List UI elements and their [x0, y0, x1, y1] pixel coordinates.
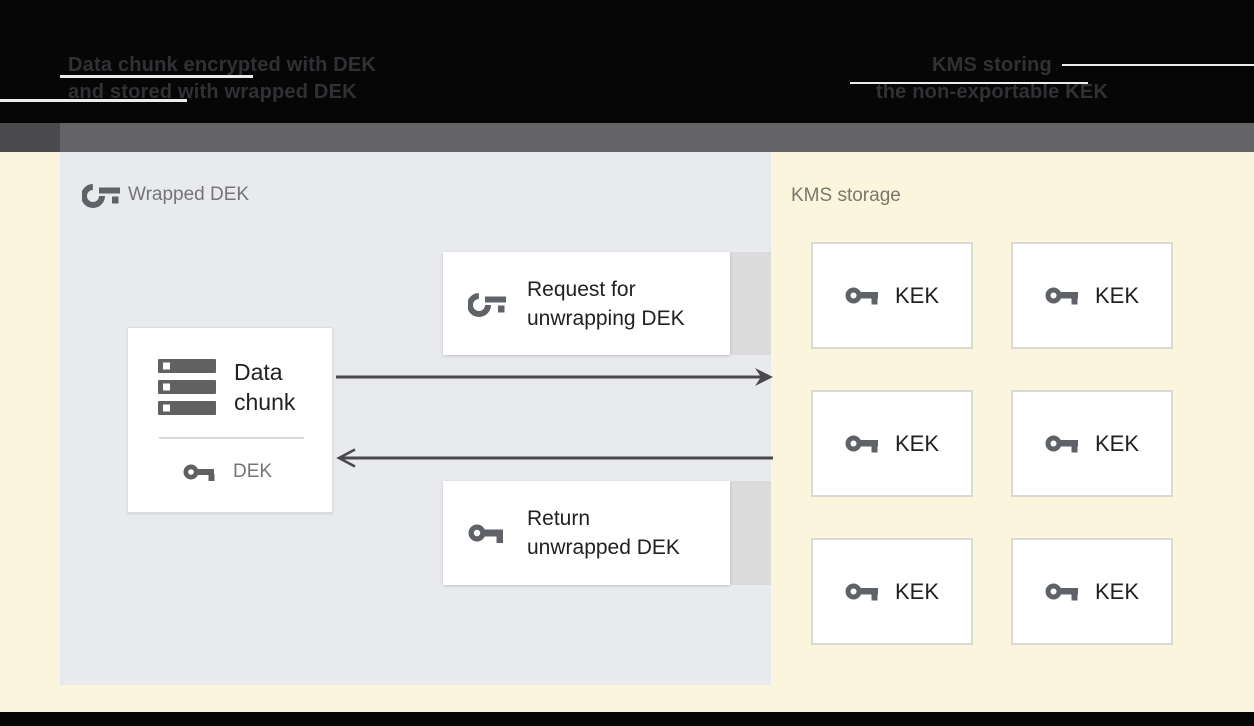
gray-band-left	[0, 123, 60, 152]
kek-box: KEK	[811, 390, 973, 497]
data-chunk-box: Data chunk DEK	[127, 327, 333, 513]
gray-band	[60, 123, 1254, 152]
kek-box: KEK	[1011, 390, 1173, 497]
wrapped-dek-label: Wrapped DEK	[128, 184, 250, 205]
dek-label: DEK	[233, 461, 273, 482]
request-strip	[730, 252, 771, 355]
kek-key-icon	[1045, 287, 1078, 305]
caption-line: Data chunk encrypted with DEK	[68, 54, 377, 76]
glitch-line	[0, 99, 187, 102]
glitch-line	[60, 75, 253, 78]
caption-line: KMS storing	[932, 54, 1052, 76]
return-unwrapped-box: Return unwrapped DEK	[443, 481, 730, 585]
caption-line: the non-exportable KEK	[875, 81, 1109, 103]
kek-key-icon	[845, 583, 878, 601]
glitch-line	[1062, 64, 1254, 66]
divider	[159, 437, 304, 439]
kek-box: KEK	[1011, 242, 1173, 349]
return-key-icon	[468, 524, 503, 543]
kek-key-icon	[1045, 435, 1078, 453]
kek-key-icon	[845, 287, 878, 305]
return-unwrapped-label: Return unwrapped DEK	[527, 507, 680, 559]
kms-storage-label: KMS storage	[791, 185, 901, 206]
caption-kms: KMS storing the non-exportable KEK	[862, 52, 1122, 106]
kek-label: KEK	[894, 282, 940, 308]
header-band: Data chunk encrypted with DEK and stored…	[0, 0, 1254, 123]
wrapped-dek-key-icon	[82, 184, 120, 208]
caption-data-chunk: Data chunk encrypted with DEK and stored…	[68, 52, 508, 106]
kek-box: KEK	[1011, 538, 1173, 645]
kek-key-icon	[845, 435, 878, 453]
dek-key-icon	[183, 464, 215, 481]
kek-key-icon	[1045, 583, 1078, 601]
footer-band	[0, 712, 1254, 726]
request-unwrap-label: Request for unwrapping DEK	[527, 277, 685, 330]
kek-label: KEK	[1094, 578, 1140, 604]
kek-box: KEK	[811, 242, 973, 349]
kek-box: KEK	[811, 538, 973, 645]
kek-label: KEK	[1094, 430, 1140, 456]
glitch-line	[850, 82, 1088, 84]
kek-label: KEK	[894, 578, 940, 604]
kek-label: KEK	[894, 430, 940, 456]
return-arrow	[336, 448, 773, 468]
data-chunk-storage-icon	[158, 359, 216, 415]
caption-line: and stored with wrapped DEK	[68, 81, 357, 103]
request-arrow	[336, 368, 773, 386]
request-unwrap-box: Request for unwrapping DEK	[443, 252, 730, 355]
data-chunk-label: Data chunk	[234, 359, 296, 415]
kek-label: KEK	[1094, 282, 1140, 308]
return-strip	[730, 481, 771, 585]
request-key-icon	[468, 292, 506, 317]
